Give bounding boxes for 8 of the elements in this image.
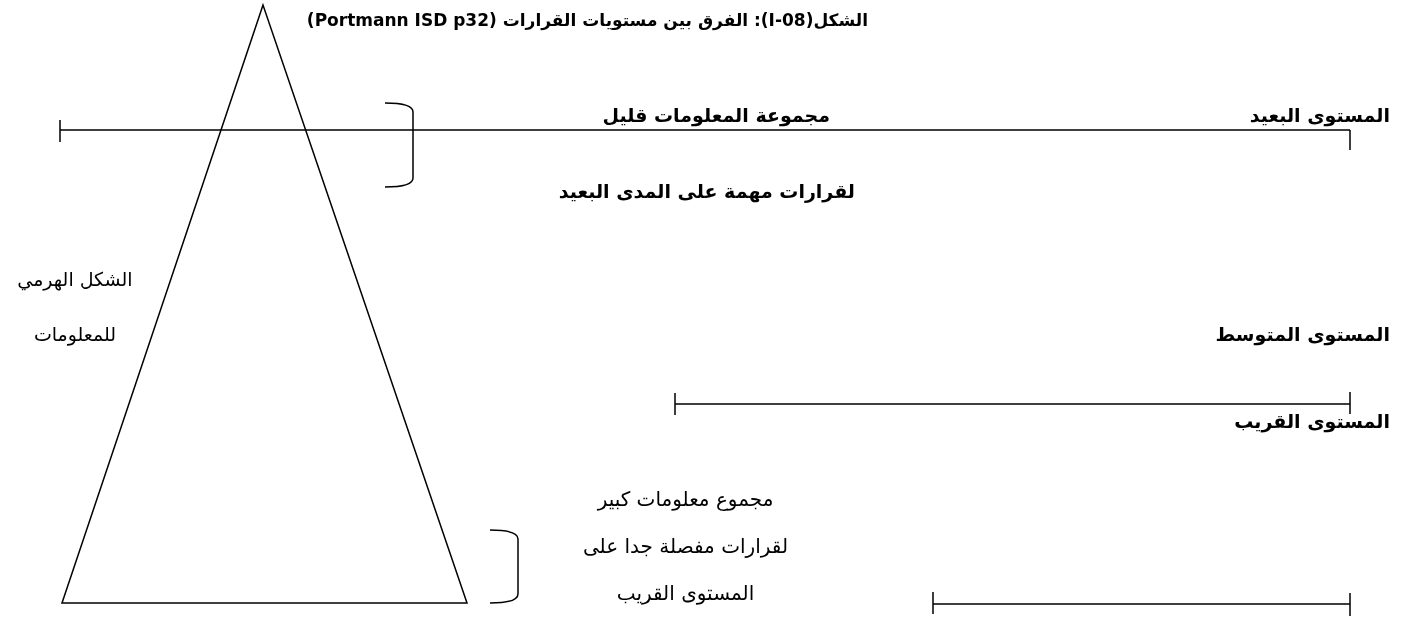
level-label: المستوى القريب [1234,410,1390,433]
note-text: لقرارات مهمة على المدى البعيد [558,180,855,203]
pyramid-caption: الشكل الهرمي للمعلومات [16,267,134,348]
note-text: مجموعة المعلومات قليل [602,104,830,127]
note-text: مجموع معلومات كبير لقرارات مفصلة جدا على المستوى القريب [581,486,790,607]
figure-title: الشكل(I-08): الفرق بين مستويات القرارات (Portmann ISD p32) [306,10,868,31]
level-label: المستوى البعيد [1249,104,1390,127]
level-label: المستوى المتوسط [1215,323,1390,346]
